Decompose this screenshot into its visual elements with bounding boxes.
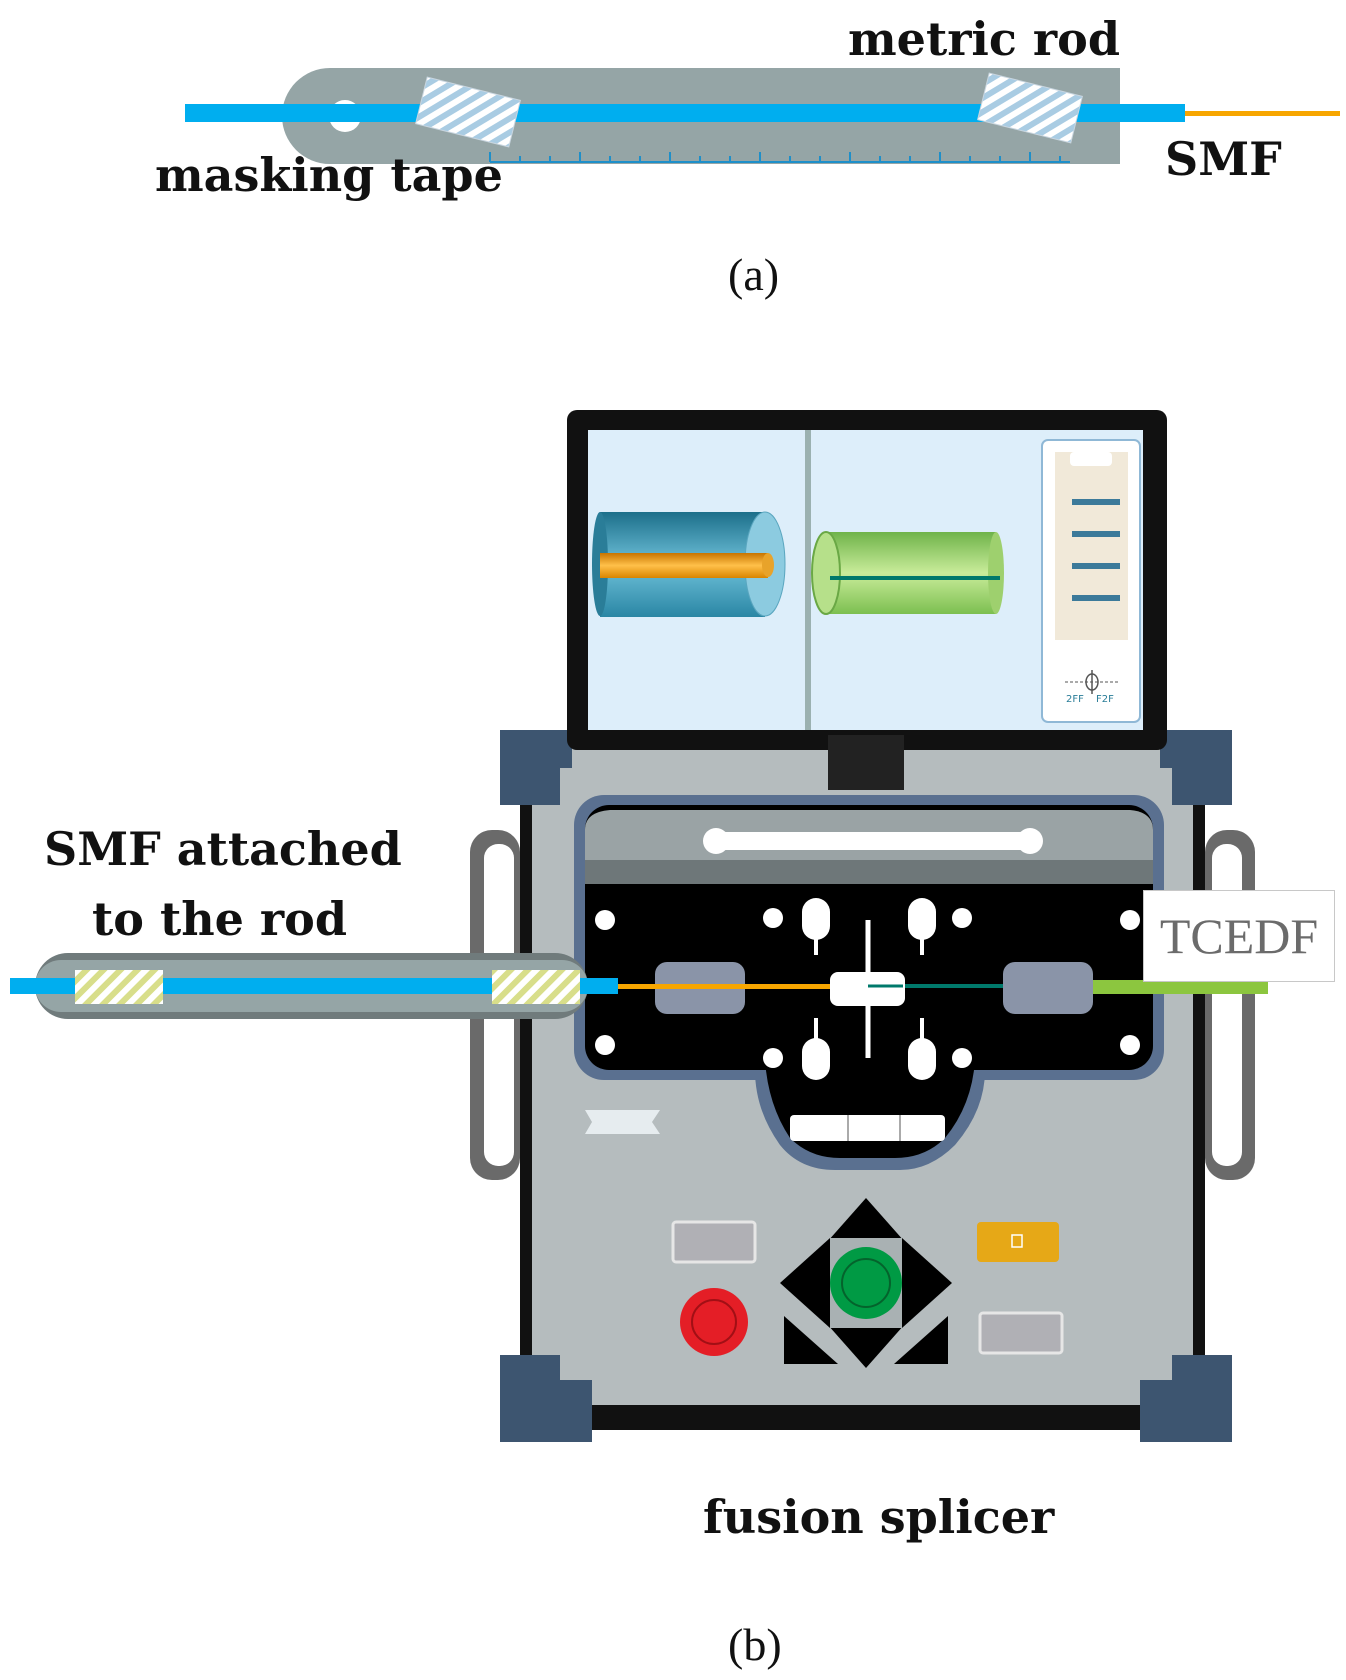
masking-tape-b-right — [492, 970, 580, 1004]
fusion-splicer — [470, 410, 1255, 1442]
right-fiber-cylinder — [811, 531, 1004, 615]
lower-left-arrow-icon[interactable] — [784, 1316, 838, 1364]
red-button[interactable] — [680, 1288, 748, 1356]
lower-right-arrow-icon[interactable] — [894, 1316, 948, 1364]
masking-tape-left — [415, 76, 521, 148]
screen-scale-right: F2F — [1096, 694, 1114, 705]
yellow-button[interactable] — [977, 1222, 1059, 1262]
green-button[interactable] — [830, 1247, 902, 1319]
smf-fiber-b — [618, 984, 868, 989]
right-fiber-holder — [1003, 962, 1093, 1014]
smf-fiber-orange — [1185, 111, 1340, 116]
screen-scale-left: 2FF — [1066, 694, 1084, 705]
masking-tape-right — [977, 72, 1083, 144]
caption-a: (a) — [728, 249, 780, 300]
control-panel — [671, 1198, 1064, 1368]
tcedf-fiber-green — [1093, 980, 1268, 994]
panel-a-rod-diagram — [185, 68, 1340, 164]
label-smf-attached-line2: to the rod — [92, 892, 347, 946]
bumper-bottom-right — [1140, 1355, 1232, 1442]
gray-button-top-left[interactable] — [671, 1220, 757, 1264]
dpad-right-arrow-icon[interactable] — [902, 1238, 952, 1328]
dpad-up-arrow-icon[interactable] — [820, 1198, 912, 1250]
label-masking-tape: masking tape — [155, 148, 503, 202]
fiber-path-b — [10, 953, 1268, 1019]
dpad-left-arrow-icon[interactable] — [780, 1238, 830, 1328]
label-tcedf: TCEDF — [1143, 890, 1335, 982]
label-metric-rod: metric rod — [848, 12, 1121, 66]
tcedf-core-b — [868, 984, 1003, 988]
bumper-top-left — [500, 730, 572, 805]
screen-side-panel — [1041, 439, 1141, 723]
splice-chamber — [574, 795, 1164, 1170]
monitor-hinge — [828, 735, 904, 790]
bumper-bottom-left — [500, 1355, 592, 1442]
body-label-tag — [585, 1110, 660, 1134]
dpad-down-arrow-icon[interactable] — [820, 1316, 912, 1368]
gray-button-bottom-right[interactable] — [978, 1311, 1064, 1355]
caption-b: (b) — [728, 1619, 782, 1670]
masking-tape-b-left — [75, 970, 163, 1004]
label-smf-attached-line1: SMF attached — [44, 822, 402, 876]
rod-ruler-ticks — [489, 152, 1070, 163]
label-smf: SMF — [1165, 132, 1282, 186]
splice-point — [830, 972, 905, 1006]
bumper-top-right — [1160, 730, 1232, 805]
label-fusion-splicer: fusion splicer — [703, 1490, 1055, 1544]
left-fiber-cylinder — [592, 511, 786, 617]
